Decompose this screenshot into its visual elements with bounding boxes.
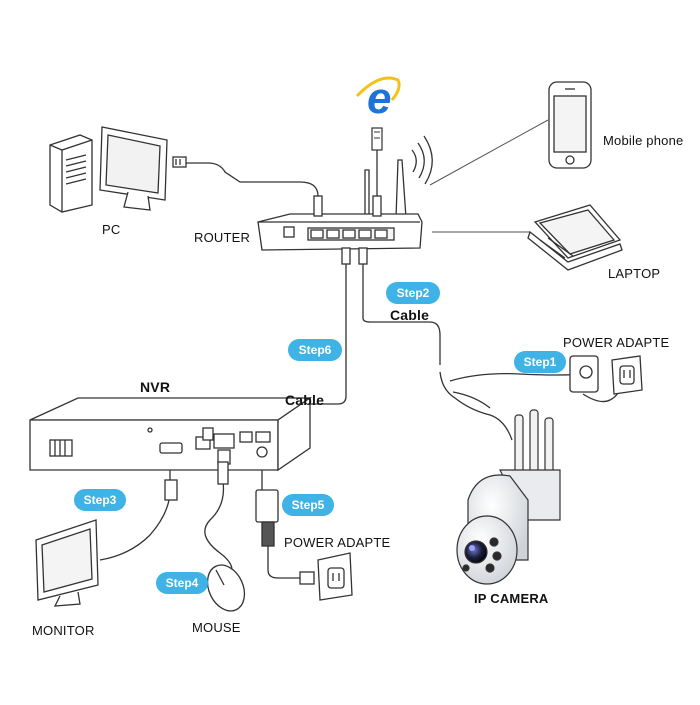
cable-label-nvr: Cable: [285, 392, 325, 408]
mouse-cable: [204, 462, 233, 571]
router-camera-cable: [362, 250, 441, 365]
nvr-icon: [29, 396, 313, 472]
nvr-power-adapter-icon: [255, 489, 353, 601]
nvr-label: NVR: [140, 379, 171, 395]
ip-camera-label: IP CAMERA: [474, 591, 549, 606]
pc-icon: [49, 126, 187, 213]
ip-camera-icon: [456, 409, 561, 585]
cable-label-camera: Cable: [390, 307, 430, 323]
nvr-power-adapter-label: POWER ADAPTE: [284, 535, 391, 550]
camera-power-lead: [449, 373, 586, 382]
mouse-label: MOUSE: [192, 620, 241, 635]
mobile-phone-label: Mobile phone: [603, 133, 684, 148]
step1-badge: Step1: [514, 351, 566, 373]
step2-badge: Step2: [386, 282, 440, 304]
step5-badge: Step5: [282, 494, 334, 516]
mouse-icon: [206, 461, 246, 612]
camera-power-adapter-icon: [569, 355, 643, 395]
camera-power-adapter-label: POWER ADAPTE: [563, 335, 670, 350]
nvr-adapter-outlet-cable: [267, 545, 300, 579]
step4-badge: Step4: [156, 572, 208, 594]
internet-explorer-icon: e: [355, 74, 401, 151]
camera-splitter: [452, 391, 491, 409]
laptop-label: LAPTOP: [608, 266, 661, 281]
monitor-cable: [99, 470, 171, 561]
router-icon: [257, 135, 433, 265]
router-label: ROUTER: [194, 230, 251, 245]
svg-text:e: e: [367, 74, 391, 123]
monitor-label: MONITOR: [32, 623, 95, 638]
monitor-icon: [35, 479, 178, 607]
step3-badge: Step3: [74, 489, 126, 511]
wifi-link-phone: [429, 119, 549, 186]
mobile-phone-icon: [548, 81, 592, 169]
pc-label: PC: [102, 222, 121, 237]
pc-router-cable: [185, 162, 319, 218]
camera-pigtail: [439, 371, 513, 441]
laptop-icon: [527, 204, 623, 271]
step6-badge: Step6: [288, 339, 342, 361]
